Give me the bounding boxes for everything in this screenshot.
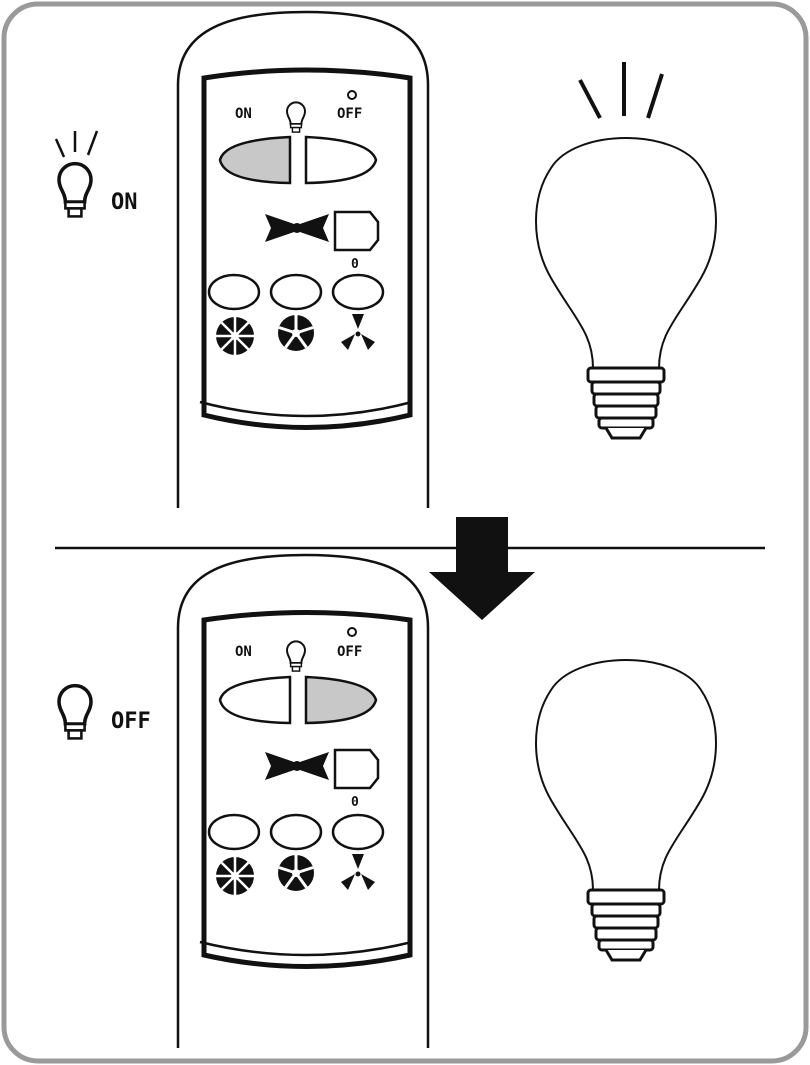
remote-control-off: ON OFF 0 [178,555,428,1048]
fan-low-button[interactable] [333,815,383,849]
lightbulb-on-icon [59,164,91,217]
remote-off-label: OFF [337,106,362,122]
state-label-off: OFF [111,709,151,734]
panel-on: ON ON OFF 0 [56,12,716,508]
fan-high-button[interactable] [209,815,259,849]
fan-off-button[interactable] [335,212,378,250]
remote-on-label: ON [235,644,252,660]
state-indicator-on: ON [56,131,138,216]
light-rays-icon [56,131,97,157]
lightbulb-off-icon [59,686,91,739]
fan-speed-medium-icon [278,855,314,891]
led-indicator [348,628,356,636]
state-indicator-off: OFF [59,686,151,739]
remote-control-on: ON OFF 0 [178,12,428,508]
fan-high-button[interactable] [209,275,259,309]
fan-off-button[interactable] [335,750,378,788]
remote-on-label: ON [235,106,252,122]
remote-off-label: OFF [337,644,362,660]
fan-speed-high-icon [216,857,254,895]
lightbulb-lit [536,62,716,438]
light-rays-icon [580,62,662,118]
down-arrow-icon [429,517,535,620]
fan-low-button[interactable] [333,275,383,309]
fan-speed-high-icon [216,317,254,355]
fan-speed-medium-icon [278,315,314,351]
fan-off-label: 0 [351,795,359,810]
led-indicator [348,91,356,99]
lightbulb-lit-icon [536,138,716,438]
panel-off: OFF ON OFF 0 [59,555,716,1048]
lightbulb-icon [536,660,716,960]
state-label-on: ON [111,190,138,215]
fan-medium-button[interactable] [271,815,321,849]
lightbulb-unlit [536,660,716,960]
fan-off-label: 0 [351,257,359,272]
fan-medium-button[interactable] [271,275,321,309]
